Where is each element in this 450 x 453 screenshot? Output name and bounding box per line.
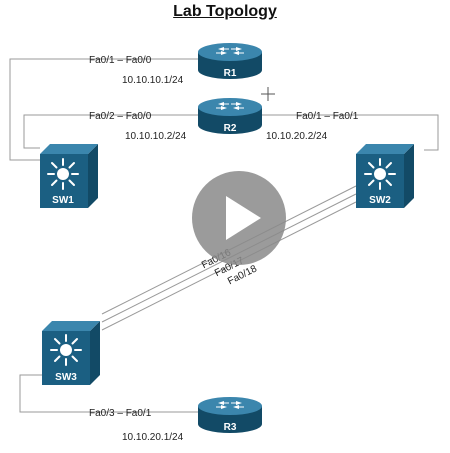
link-r1-sw1 (9, 58, 198, 161)
switch-sw1[interactable]: SW1 (40, 144, 98, 208)
link-label-r2-sw2: Fa0/1 – Fa0/1 (296, 111, 359, 122)
ip-label-r2-left: 10.10.10.2/24 (125, 131, 187, 142)
switch-sw3[interactable]: SW3 (42, 321, 100, 385)
switch-sw2-label: SW2 (369, 195, 391, 206)
switch-icon (50, 334, 82, 366)
link-r2-sw1 (23, 114, 198, 149)
router-r3[interactable]: R3 (198, 397, 262, 433)
link-label-r2-sw1: Fa0/2 – Fa0/0 (89, 111, 152, 122)
crosshair-cursor-icon (261, 87, 275, 101)
link-label-r1-sw1: Fa0/1 – Fa0/0 (89, 55, 152, 66)
switch-sw3-label: SW3 (55, 372, 77, 383)
router-r2[interactable]: R2 (198, 98, 262, 134)
link-r3-sw3 (19, 374, 198, 413)
play-icon (226, 196, 261, 240)
diagram-title: Lab Topology (173, 3, 277, 20)
switch-sw2[interactable]: SW2 (356, 144, 414, 208)
router-r2-label: R2 (224, 123, 237, 134)
link-label-r3-sw3: Fa0/3 – Fa0/1 (89, 408, 152, 419)
link-r2-sw2 (262, 114, 439, 151)
switch-icon (364, 158, 396, 190)
switch-icon (47, 158, 79, 190)
switch-sw1-label: SW1 (52, 195, 74, 206)
router-r1-label: R1 (224, 68, 237, 79)
router-r3-label: R3 (224, 422, 237, 433)
ip-label-r2-right: 10.10.20.2/24 (266, 131, 328, 142)
play-button[interactable] (192, 171, 286, 265)
trunk-line-3 (101, 201, 357, 331)
ip-label-r1: 10.10.10.1/24 (122, 75, 184, 86)
router-r1[interactable]: R1 (198, 43, 262, 79)
ip-label-r3: 10.10.20.1/24 (122, 432, 184, 443)
